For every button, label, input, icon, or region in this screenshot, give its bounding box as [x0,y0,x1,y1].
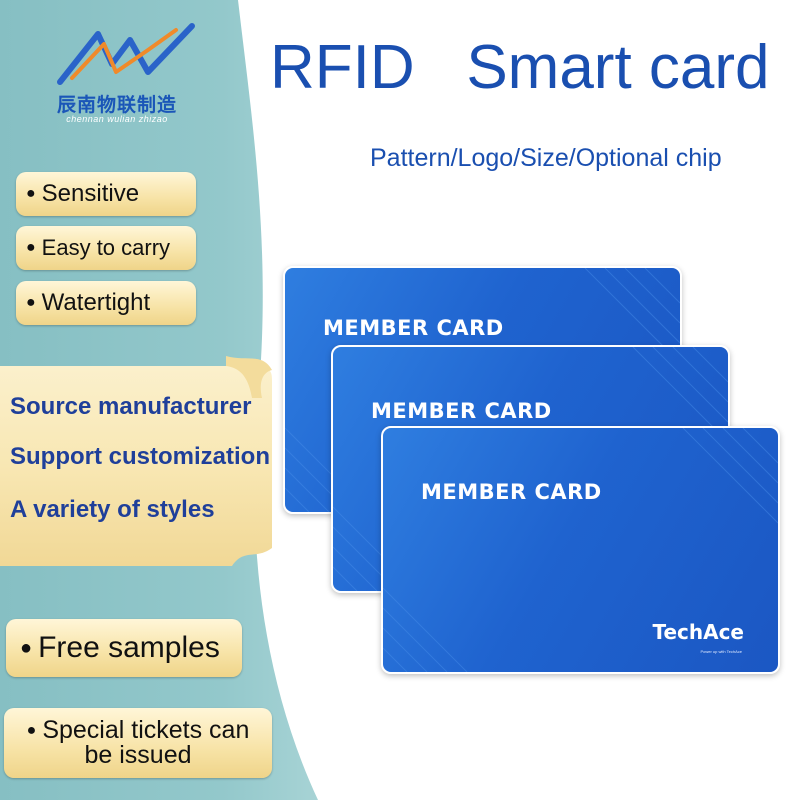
banner-curl [226,356,272,398]
special-tickets-line2: be issued [84,741,192,769]
special-tickets-line1: Special tickets can [42,716,250,744]
brand-name-cn: 辰南物联制造 [56,94,177,116]
member-card-front: MEMBER CARD TechAce Power up with TechAc… [381,426,780,674]
banner-line-support-customization: Support customization [10,443,270,470]
feature-pill-watertight: ● Watertight [16,281,196,325]
card-label: MEMBER CARD [421,480,602,504]
banner-line-variety-of-styles: A variety of styles [10,496,215,523]
card-brand-techace: TechAce [652,620,744,644]
card-stripe-pattern [333,347,728,591]
bullet-icon: ● [26,239,36,256]
card-stripe-pattern [383,428,778,672]
feature-label: Sensitive [41,180,140,207]
card-brand-tagline: Power up with TechAce [700,649,742,654]
free-samples-pill: ● Free samples [6,619,242,677]
feature-label: Watertight [41,289,151,316]
banner-line-source-manufacturer: Source manufacturer [10,393,252,420]
feature-pill-easy-to-carry: ● Easy to carry [16,226,196,270]
card-stripe-pattern [285,268,680,512]
bullet-icon: ● [20,637,33,659]
free-samples-label: Free samples [38,631,220,664]
feature-label: Easy to carry [41,235,171,260]
page-title: RFID Smart card [270,33,770,102]
cream-banner [0,366,272,566]
chevron-arrow-logo-icon [57,23,195,85]
bullet-icon: ● [26,294,36,311]
brand-name-pinyin: chennan wulian zhizao [66,114,168,124]
bullet-icon: ● [26,185,36,202]
page-subtitle: Pattern/Logo/Size/Optional chip [370,144,722,172]
bullet-icon: ● [26,721,37,739]
card-label: MEMBER CARD [371,399,552,423]
card-label: MEMBER CARD [323,316,504,340]
feature-pill-sensitive: ● Sensitive [16,172,196,216]
special-tickets-pill: ● Special tickets can be issued [4,708,272,778]
